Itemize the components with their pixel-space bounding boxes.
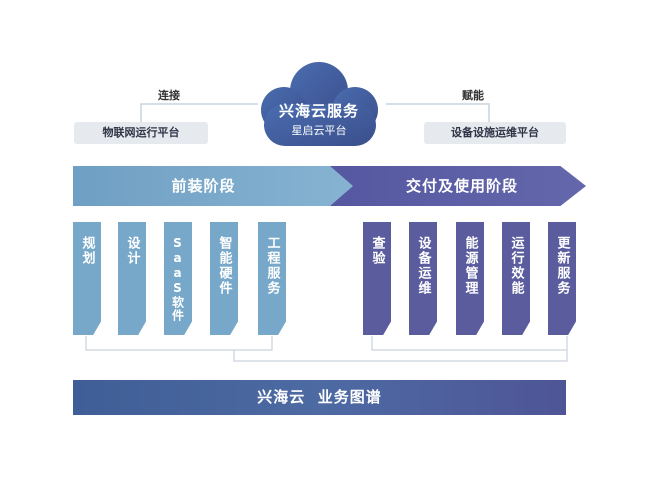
pre-item-saas: SaaS软件 [164, 222, 192, 335]
post-item-renewal: 更新服务 [548, 222, 576, 335]
post-stage-arrow: 交付及使用阶段 [330, 166, 586, 206]
pre-item-label: 智能硬件 [216, 236, 232, 296]
pre-item-label: SaaS软件 [170, 236, 185, 322]
post-item-energy: 能源管理 [456, 222, 484, 335]
pre-item-label: 设计 [124, 236, 140, 266]
pre-item-label: 规划 [79, 236, 95, 266]
post-item-label: 能源管理 [462, 236, 478, 296]
link-line [233, 350, 568, 362]
pre-item-design: 设计 [118, 222, 146, 335]
right-connector-label: 赋能 [462, 89, 484, 102]
post-item-label: 查验 [369, 236, 385, 266]
right-platform-box: 设备设施运维平台 [424, 122, 566, 144]
pre-bracket-line [85, 336, 273, 351]
post-item-label: 设备运维 [415, 236, 431, 296]
post-item-maintenance: 设备运维 [409, 222, 437, 335]
business-map-bar: 兴海云 业务图谱 [73, 380, 566, 415]
pre-stage-arrow: 前装阶段 [73, 166, 354, 206]
left-connector-line [140, 103, 258, 122]
post-bracket-line [371, 336, 568, 351]
left-connector-label: 连接 [158, 89, 180, 102]
post-item-inspection: 查验 [363, 222, 391, 335]
post-item-label: 运行效能 [508, 236, 524, 296]
left-platform-box: 物联网运行平台 [74, 122, 208, 144]
cloud-subtitle: 星启云平台 [291, 124, 347, 137]
cloud-shape [261, 62, 378, 146]
post-item-label: 更新服务 [554, 236, 570, 296]
cloud-title: 兴海云服务 [278, 102, 359, 120]
pre-item-planning: 规划 [73, 222, 101, 335]
right-connector-line [386, 103, 490, 122]
pre-item-label: 工程服务 [264, 236, 280, 296]
pre-item-engineering: 工程服务 [258, 222, 286, 335]
post-item-efficiency: 运行效能 [502, 222, 530, 335]
pre-item-hardware: 智能硬件 [210, 222, 238, 335]
